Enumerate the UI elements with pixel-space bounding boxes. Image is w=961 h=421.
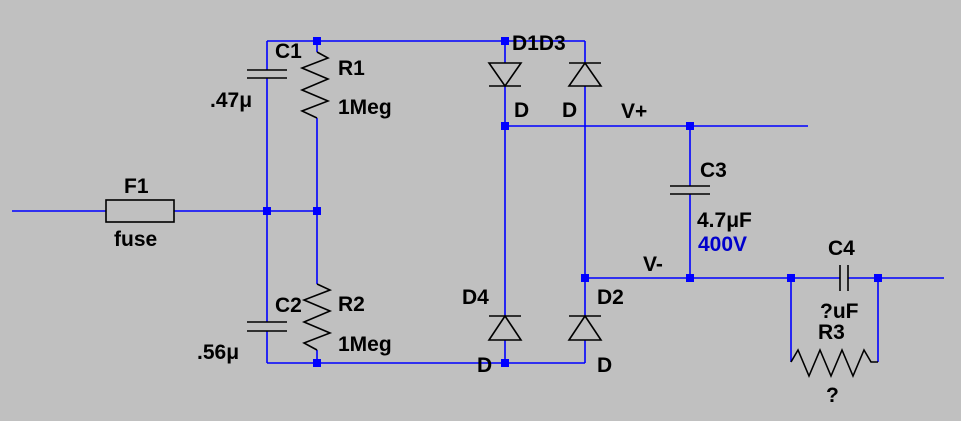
d4-model-label: D (477, 354, 492, 377)
c4-ref-label: C4 (828, 237, 855, 260)
vminus-net-label: V- (643, 253, 663, 276)
junction-dot (501, 37, 509, 45)
junctions (263, 37, 882, 367)
c2-value-label: .56μ (197, 341, 239, 364)
junction-dot (874, 274, 882, 282)
junction-dot (501, 359, 509, 367)
capacitor-c4-symbol (839, 265, 849, 291)
diode-d1-symbol (487, 62, 523, 88)
wires (12, 40, 944, 364)
d4-ref-label: D4 (462, 286, 489, 309)
junction-dot (501, 122, 509, 130)
r1-ref-label: R1 (338, 57, 365, 80)
diode-d4-symbol (487, 314, 523, 341)
vplus-net-label: V+ (621, 100, 647, 123)
resistor-r1-symbol (299, 51, 331, 119)
diode-d3-symbol (567, 61, 603, 87)
c1-ref-label: C1 (275, 40, 302, 63)
capacitor-c2-symbol (247, 321, 287, 332)
r1-value-label: 1Meg (338, 96, 392, 119)
r3-ref-label: R3 (818, 321, 845, 344)
c4-value-label: ?uF (820, 300, 859, 323)
r3-value-label: ? (826, 384, 839, 407)
c3-rating-label: 400V (698, 233, 747, 256)
d2-model-label: D (597, 354, 612, 377)
f1-value-label: fuse (114, 228, 157, 251)
c3-value-label: 4.7μF (697, 209, 752, 232)
c3-ref-label: C3 (700, 159, 727, 182)
junction-dot (263, 207, 271, 215)
junction-dot (787, 274, 795, 282)
junction-dot (313, 207, 321, 215)
resistor-r2-symbol (301, 283, 333, 351)
resistor-r3-symbol (790, 347, 878, 379)
junction-dot (686, 274, 694, 282)
d3-model-label: D (562, 99, 577, 122)
f1-ref-label: F1 (124, 175, 149, 198)
r2-ref-label: R2 (338, 293, 365, 316)
d2-ref-label: D2 (597, 286, 624, 309)
c1-value-label: .47μ (210, 89, 252, 112)
junction-dot (581, 274, 589, 282)
capacitor-c3-symbol (670, 185, 710, 195)
c2-ref-label: C2 (275, 294, 302, 317)
capacitor-c1-symbol (247, 69, 287, 79)
r2-value-label: 1Meg (338, 333, 392, 356)
junction-dot (686, 122, 694, 130)
junction-dot (313, 37, 321, 45)
d1-model-label: D (514, 99, 529, 122)
d1d3-ref-label: D1D3 (512, 32, 566, 55)
diode-d2-symbol (567, 314, 603, 341)
fuse-f1-symbol (105, 199, 175, 223)
junction-dot (313, 359, 321, 367)
